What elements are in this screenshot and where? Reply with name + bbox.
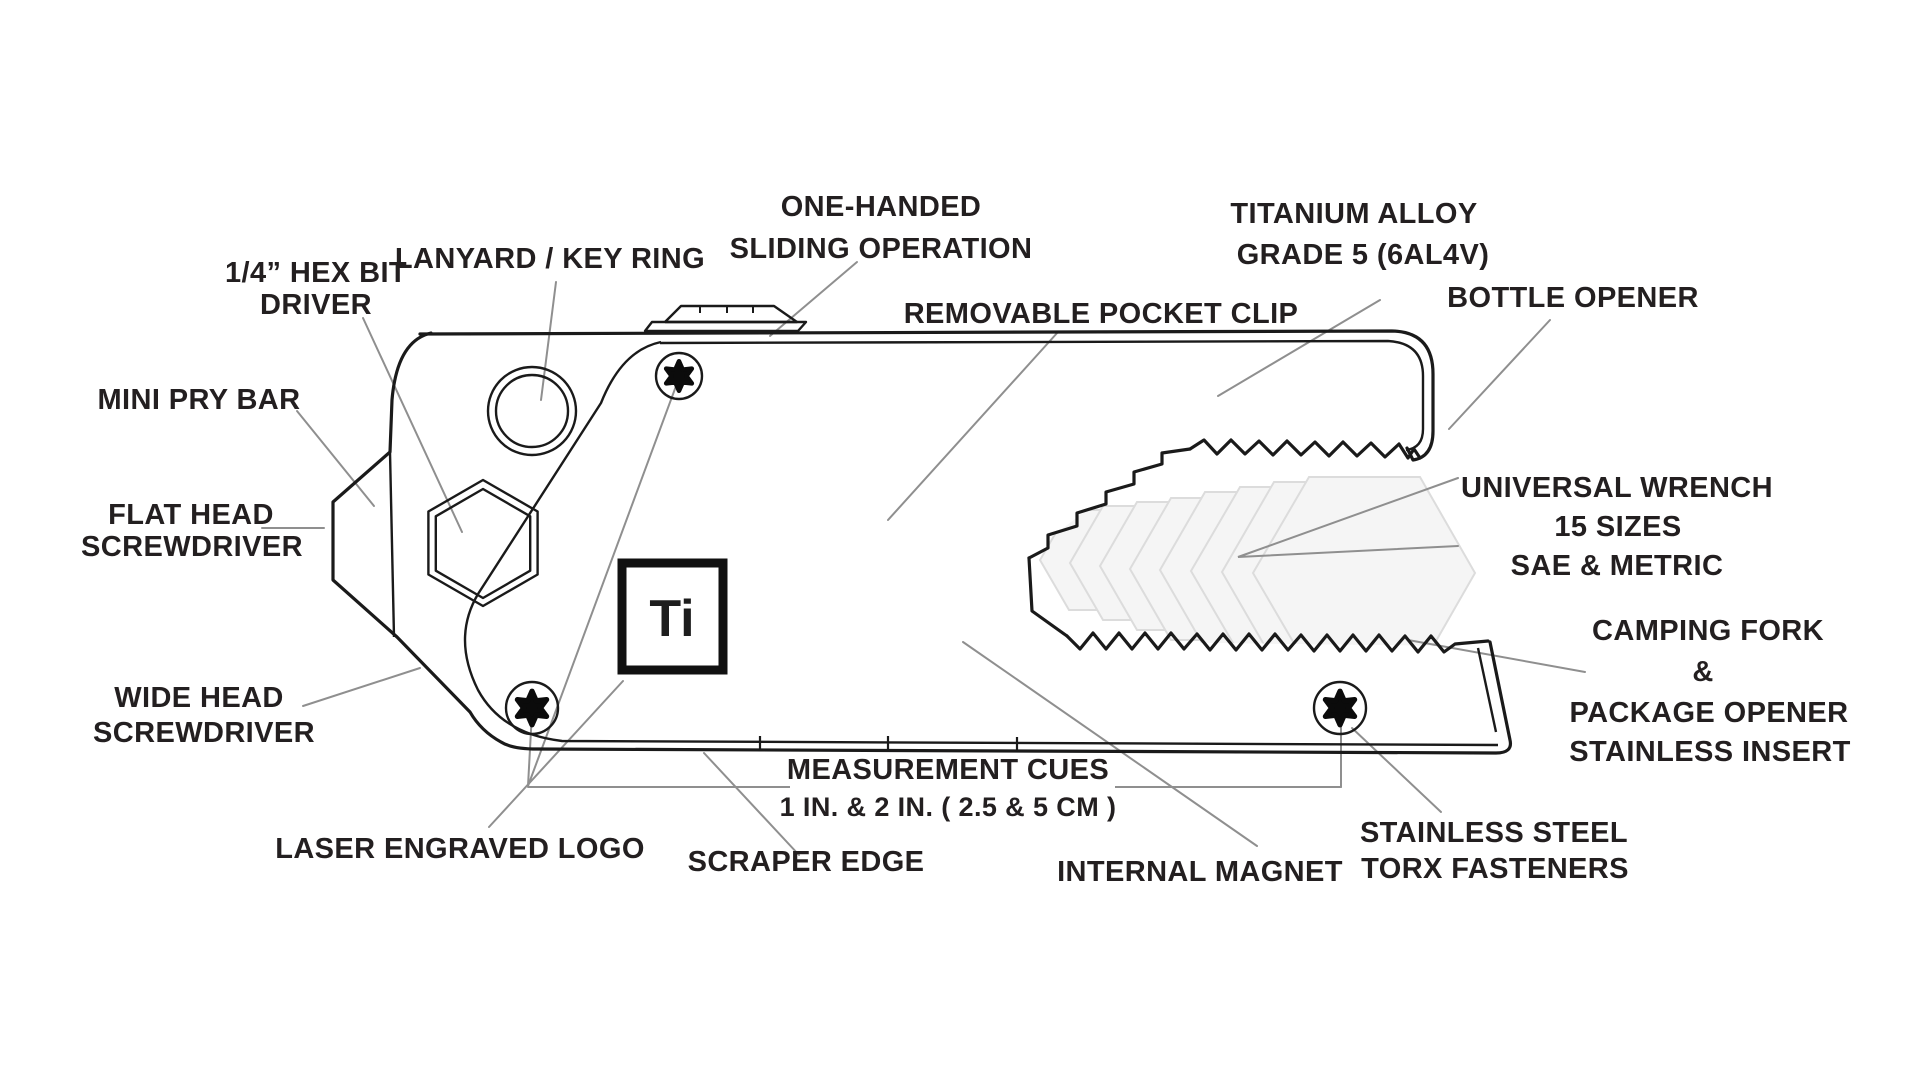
measurement-ticks bbox=[758, 736, 1019, 751]
label-wrench-3: SAE & METRIC bbox=[1511, 550, 1724, 582]
slide-left-edge bbox=[1027, 556, 1069, 638]
ti-logo-text: Ti bbox=[649, 590, 694, 648]
captions: ONE-HANDED SLIDING OPERATION LANYARD / K… bbox=[81, 191, 1850, 888]
slide-top-serration bbox=[1188, 438, 1422, 460]
label-pocket-clip: REMOVABLE POCKET CLIP bbox=[904, 298, 1299, 330]
leader-torx-label bbox=[1351, 727, 1442, 813]
torx-screw-bottom-left bbox=[504, 680, 560, 736]
caption-mask bbox=[790, 776, 1115, 796]
pocket-clip-outer bbox=[418, 329, 1435, 462]
leader-titanium bbox=[1217, 299, 1381, 397]
torx-screw-top bbox=[654, 351, 704, 401]
slider-button bbox=[643, 304, 808, 333]
label-torx-1: STAINLESS STEEL bbox=[1360, 817, 1628, 849]
tool-body-outline bbox=[331, 331, 1513, 755]
label-one-handed-2: SLIDING OPERATION bbox=[730, 233, 1033, 265]
label-titanium-2: GRADE 5 (6AL4V) bbox=[1237, 239, 1490, 271]
label-wrench-2: 15 SIZES bbox=[1554, 511, 1681, 543]
leader-slider bbox=[769, 261, 858, 337]
label-fork-3: PACKAGE OPENER bbox=[1570, 697, 1849, 729]
pry-tip-bevel bbox=[388, 451, 396, 638]
wrench-ghost-hexagons bbox=[1038, 476, 1477, 670]
label-titanium-1: TITANIUM ALLOY bbox=[1230, 198, 1477, 230]
leader-wide-head bbox=[302, 667, 421, 707]
label-torx-2: TORX FASTENERS bbox=[1361, 853, 1629, 885]
label-flat-head-2: SCREWDRIVER bbox=[81, 531, 303, 563]
ti-logo-box: Ti bbox=[617, 558, 728, 675]
label-hex-bit-2: DRIVER bbox=[260, 289, 372, 321]
leader-hex-bit bbox=[362, 317, 463, 533]
label-lanyard: LANYARD / KEY RING bbox=[395, 243, 705, 275]
slide-bottom-serration bbox=[1065, 631, 1490, 654]
label-laser-logo: LASER ENGRAVED LOGO bbox=[275, 833, 645, 865]
pocket-clip-inner bbox=[659, 339, 1425, 452]
slide-wrench-section bbox=[1027, 438, 1490, 654]
label-fork-1: CAMPING FORK bbox=[1592, 615, 1824, 647]
slide-staircase bbox=[1027, 447, 1192, 560]
leader-laser-logo bbox=[488, 680, 624, 828]
label-measurement-2: 1 IN. & 2 IN. ( 2.5 & 5 CM ) bbox=[780, 792, 1117, 822]
label-fork-4: STAINLESS INSERT bbox=[1569, 736, 1850, 768]
label-measurement-1: MEASUREMENT CUES bbox=[787, 754, 1109, 786]
label-one-handed-1: ONE-HANDED bbox=[781, 191, 982, 223]
label-wrench-1: UNIVERSAL WRENCH bbox=[1461, 472, 1773, 504]
leader-wrench bbox=[1237, 477, 1459, 558]
leader-lanyard bbox=[540, 281, 557, 401]
right-corner-inner bbox=[1476, 647, 1498, 733]
label-mini-pry: MINI PRY BAR bbox=[98, 384, 301, 416]
lanyard-hole bbox=[486, 365, 578, 457]
hex-bit-cutout bbox=[427, 478, 539, 608]
label-fork-2: & bbox=[1692, 656, 1713, 688]
leader-mini-pry bbox=[296, 410, 375, 507]
label-magnet: INTERNAL MAGNET bbox=[1057, 856, 1343, 888]
label-wide-head-1: WIDE HEAD bbox=[114, 682, 284, 714]
leader-torx-top bbox=[527, 377, 680, 787]
label-wide-head-2: SCREWDRIVER bbox=[93, 717, 315, 749]
leader-bottle bbox=[1448, 319, 1551, 430]
label-hex-bit-1: 1/4” HEX BIT bbox=[225, 257, 407, 289]
leader-pocket-clip bbox=[887, 331, 1059, 521]
label-bottle: BOTTLE OPENER bbox=[1447, 282, 1699, 314]
leader-scraper bbox=[703, 752, 800, 856]
torx-screw-bottom-right bbox=[1312, 680, 1368, 736]
label-scraper: SCRAPER EDGE bbox=[688, 846, 925, 878]
label-flat-head-1: FLAT HEAD bbox=[108, 499, 274, 531]
